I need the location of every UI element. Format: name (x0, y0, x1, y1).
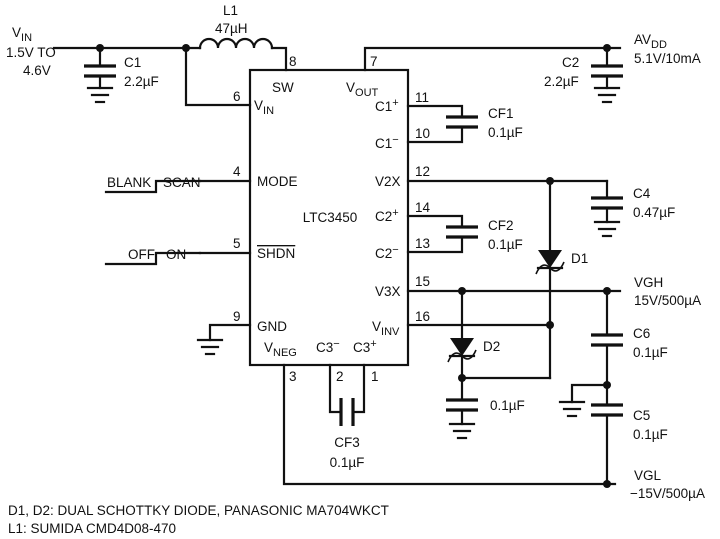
svg-text:SCAN: SCAN (163, 175, 201, 190)
pin-vneg-num: 3 (289, 369, 297, 384)
pin-c1m-num: 10 (415, 126, 430, 141)
c6-name: C6 (633, 326, 650, 341)
pin-c1m-label: C1− (375, 134, 399, 151)
pin-c2p-num: 14 (415, 200, 431, 215)
pin-c3m-num: 2 (336, 369, 344, 384)
capacitor-c2 (591, 46, 623, 90)
junction-vinv (546, 321, 554, 329)
ic-name: LTC3450 (303, 210, 358, 225)
pin-c2m-label: C2− (375, 244, 399, 261)
pin-vinv-num: 16 (415, 309, 430, 324)
pin-c3p-num: 1 (371, 369, 379, 384)
vin-pin-wire (184, 46, 252, 107)
svg-text:4.6V: 4.6V (23, 63, 51, 78)
c1-name: C1 (124, 55, 141, 70)
svg-text:VIN: VIN (12, 25, 32, 44)
svg-text:OFF: OFF (128, 247, 155, 262)
shdn-switch: OFF ON (104, 247, 252, 266)
c2-value: 2.2µF (544, 74, 579, 89)
pin-vout-label: VOUT (346, 80, 379, 99)
c5-value: 0.1µF (633, 427, 668, 442)
vneg-wire (282, 363, 617, 486)
ground-ic-icon (196, 338, 224, 356)
diode-d1-icon (535, 179, 565, 380)
svg-text:ON: ON (166, 247, 186, 262)
pin-sw-num: 8 (289, 54, 297, 69)
pin-shdn-label: SHDN (257, 246, 295, 261)
pin-vin-label: VIN (254, 98, 274, 117)
capacitor-d2 (446, 398, 478, 426)
pin-mode-label: MODE (257, 174, 298, 189)
pin-vneg-label: VNEG (264, 340, 297, 359)
inductor-l1-icon (198, 37, 274, 50)
cf2-name: CF2 (488, 218, 514, 233)
l1-name: L1 (223, 3, 238, 18)
capacitor-cf2 (406, 214, 478, 254)
cf3-name: CF3 (334, 435, 360, 450)
cf3-value: 0.1µF (330, 455, 365, 470)
pin-v2x-num: 12 (415, 164, 430, 179)
mode-switch: BLANK SCAN (104, 175, 252, 194)
ground-c5-c6-icon (558, 400, 586, 418)
diode-d2-icon (447, 289, 477, 402)
c6-value: 0.1µF (633, 345, 668, 360)
c4-name: C4 (633, 186, 651, 201)
d1-label: D1 (571, 251, 588, 266)
pin-vin-num: 6 (233, 89, 241, 104)
ground-c1-icon (86, 86, 114, 104)
gnd-wire (208, 323, 252, 342)
pin-c2m-num: 13 (415, 236, 430, 251)
pin-c1p-num: 11 (415, 90, 429, 105)
svg-text:1.5V TO: 1.5V TO (6, 45, 56, 60)
note-diodes: D1, D2: DUAL SCHOTTKY DIODE, PANASONIC M… (8, 503, 389, 518)
vgh-label: VGH (634, 275, 663, 290)
pin-v3x-label: V3X (375, 284, 401, 299)
cf2-value: 0.1µF (488, 237, 523, 252)
capacitor-c6 (591, 289, 623, 407)
pin-sw-label: SW (272, 80, 294, 95)
d2-label: D2 (483, 339, 500, 354)
capacitor-c4 (591, 179, 623, 224)
ground-d2-icon (448, 422, 476, 440)
pin-c1p-label: C1+ (375, 97, 399, 114)
vgl-label: VGL (634, 468, 662, 483)
cf1-value: 0.1µF (488, 125, 523, 140)
c5-name: C5 (633, 408, 650, 423)
c1-value: 2.2µF (124, 74, 159, 89)
c4-value: 0.47µF (633, 205, 675, 220)
avdd-value: 5.1V/10mA (634, 51, 701, 66)
capacitor-cf3 (328, 363, 366, 426)
pin-mode-num: 4 (233, 164, 241, 179)
pin-c3p-label: C3+ (353, 338, 377, 355)
capacitor-cf1 (406, 104, 478, 144)
note-inductor: L1: SUMIDA CMD4D08-470 (8, 521, 176, 536)
junction-d2 (458, 374, 466, 382)
pin-shdn-num: 5 (233, 236, 241, 251)
pin-v3x-num: 15 (415, 274, 430, 289)
c5-c6-ground-wire (570, 383, 609, 404)
pin-gnd-label: GND (257, 319, 287, 334)
l1-value: 47µH (215, 21, 248, 36)
c2-name: C2 (562, 55, 579, 70)
sw-wire (270, 46, 288, 72)
d2-cap-value: 0.1µF (490, 398, 525, 413)
vin-input-label: VIN 1.5V TO 4.6V (6, 25, 56, 78)
capacitor-c1 (84, 46, 116, 90)
pin-vinv-label: VINV (372, 319, 400, 338)
vgl-value: −15V/500µA (630, 486, 705, 501)
pin-vout-num: 7 (370, 54, 378, 69)
cf1-name: CF1 (488, 106, 514, 121)
vout-wire (363, 46, 622, 72)
svg-text:BLANK: BLANK (107, 175, 151, 190)
ground-c2-icon (593, 86, 621, 104)
ground-c4-icon (593, 220, 621, 238)
capacitor-c5 (591, 403, 623, 486)
pin-gnd-num: 9 (233, 309, 241, 324)
pin-c2p-label: C2+ (375, 207, 399, 224)
pin-c3m-label: C3− (316, 338, 340, 355)
pin-v2x-label: V2X (375, 174, 401, 189)
vgh-value: 15V/500µA (634, 293, 701, 308)
avdd-label: AVDD (634, 32, 667, 51)
